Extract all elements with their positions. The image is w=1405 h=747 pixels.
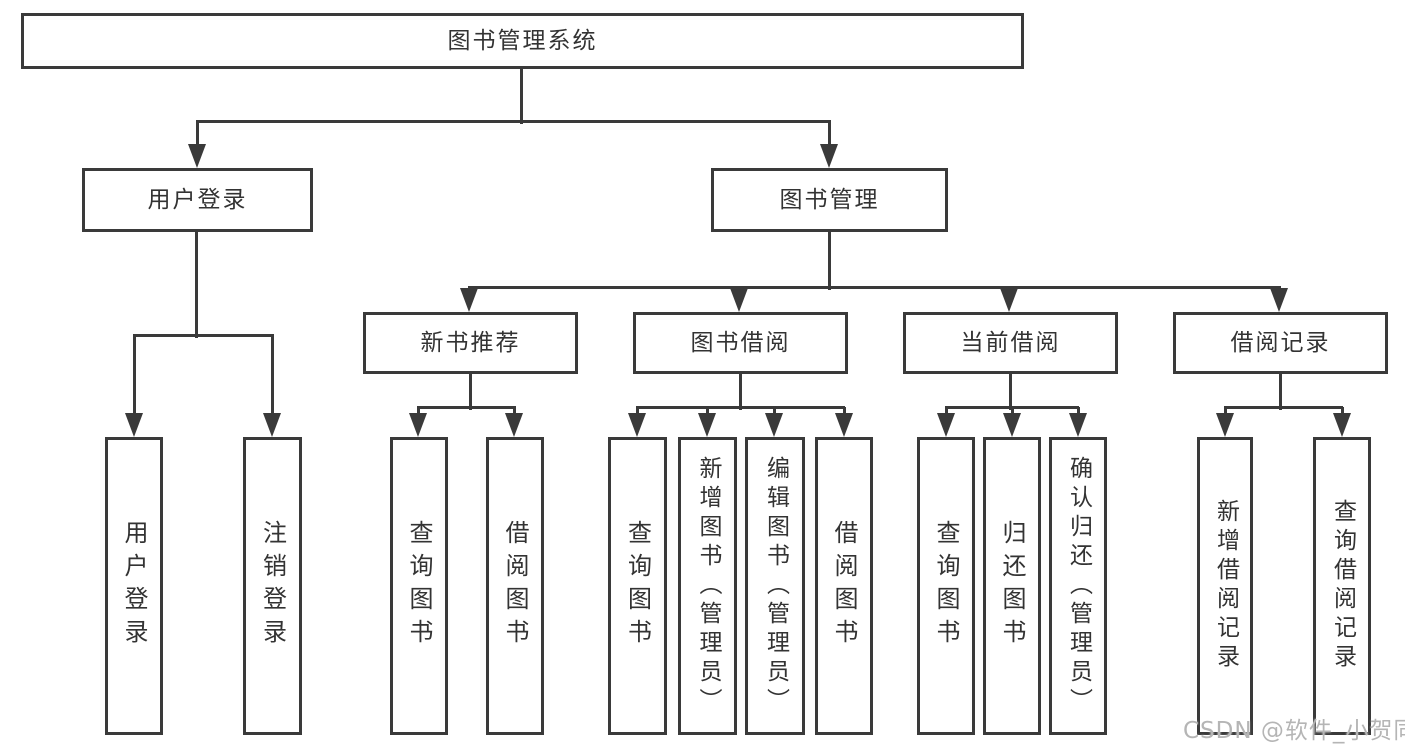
node-book-management: 图书管理 [711,168,948,232]
node-label: 借阅图书 [501,520,529,652]
connector-line [195,121,199,154]
node-label: 用户登录 [147,186,248,213]
node-label: 查询图书 [405,520,433,652]
node-new-book-recommend: 新书推荐 [363,312,578,374]
node-label: 借阅图书 [830,520,858,652]
node-label: 注销登录 [258,520,287,652]
leaf-return-books: 归还图书 [983,437,1041,735]
node-label: 新增借阅记录 [1212,499,1239,673]
node-borrowing-records: 借阅记录 [1173,312,1388,374]
node-label: 借阅记录 [1230,329,1331,356]
leaf-query-books-current: 查询图书 [917,437,975,735]
connector-line [196,119,831,123]
arrowhead-icon [409,413,427,437]
arrowhead-icon [1270,288,1288,312]
leaf-confirm-return-admin: 确认归还（管理员） [1049,437,1107,735]
connector-line [1224,405,1343,409]
node-label: 图书管理 [779,186,880,213]
node-label: 查询借阅记录 [1329,499,1356,673]
arrowhead-icon [1216,413,1234,437]
node-label: 新书推荐 [420,329,521,356]
connector-line [636,405,845,409]
arrowhead-icon [188,144,206,168]
connector-line [738,372,742,410]
connector-line [827,230,831,290]
arrowhead-icon [1333,413,1351,437]
leaf-edit-books-admin: 编辑图书（管理员） [745,437,805,735]
arrowhead-icon [1069,413,1087,437]
node-label: 图书管理系统 [447,27,598,54]
leaf-borrow-books-recommend: 借阅图书 [486,437,544,735]
arrowhead-icon [628,413,646,437]
connector-line [468,372,472,410]
leaf-query-books-borrow: 查询图书 [608,437,667,735]
node-book-borrowing: 图书借阅 [633,312,848,374]
leaf-user-login: 用户登录 [105,437,163,735]
connector-line [194,230,198,338]
connector-line [417,405,516,409]
node-label: 查询图书 [623,520,652,652]
node-label: 新增图书（管理员） [695,455,721,717]
leaf-query-borrow-record: 查询借阅记录 [1313,437,1371,735]
node-label: 确认归还（管理员） [1065,455,1092,717]
node-current-borrowing: 当前借阅 [903,312,1118,374]
leaf-add-borrow-record: 新增借阅记录 [1197,437,1253,735]
arrowhead-icon [698,413,716,437]
arrowhead-icon [1000,288,1018,312]
connector-line [132,335,136,423]
arrowhead-icon [263,413,281,437]
connector-line [1008,372,1012,410]
arrowhead-icon [460,288,478,312]
leaf-query-books-recommend: 查询图书 [390,437,448,735]
node-label: 图书借阅 [690,329,791,356]
arrowhead-icon [730,288,748,312]
node-user-login: 用户登录 [82,168,313,232]
connector-line [519,66,523,124]
arrowhead-icon [835,413,853,437]
arrowhead-icon [765,413,783,437]
arrowhead-icon [1003,413,1021,437]
watermark: CSDN @软件_小贺同学 [1183,718,1405,744]
leaf-logout: 注销登录 [243,437,302,735]
node-label: 归还图书 [998,520,1026,652]
arrowhead-icon [937,413,955,437]
connector-line [270,335,274,423]
arrowhead-icon [125,413,143,437]
node-library-system: 图书管理系统 [21,13,1024,69]
leaf-borrow-books: 借阅图书 [815,437,873,735]
connector-line [468,285,1281,289]
node-label: 编辑图书（管理员） [762,455,789,717]
connector-line [133,333,274,337]
connector-line [827,121,831,154]
node-label: 查询图书 [932,520,960,652]
leaf-add-books-admin: 新增图书（管理员） [678,437,737,735]
node-label: 用户登录 [120,520,148,652]
node-label: 当前借阅 [960,329,1061,356]
arrowhead-icon [820,144,838,168]
connector-line [1278,372,1282,410]
arrowhead-icon [505,413,523,437]
